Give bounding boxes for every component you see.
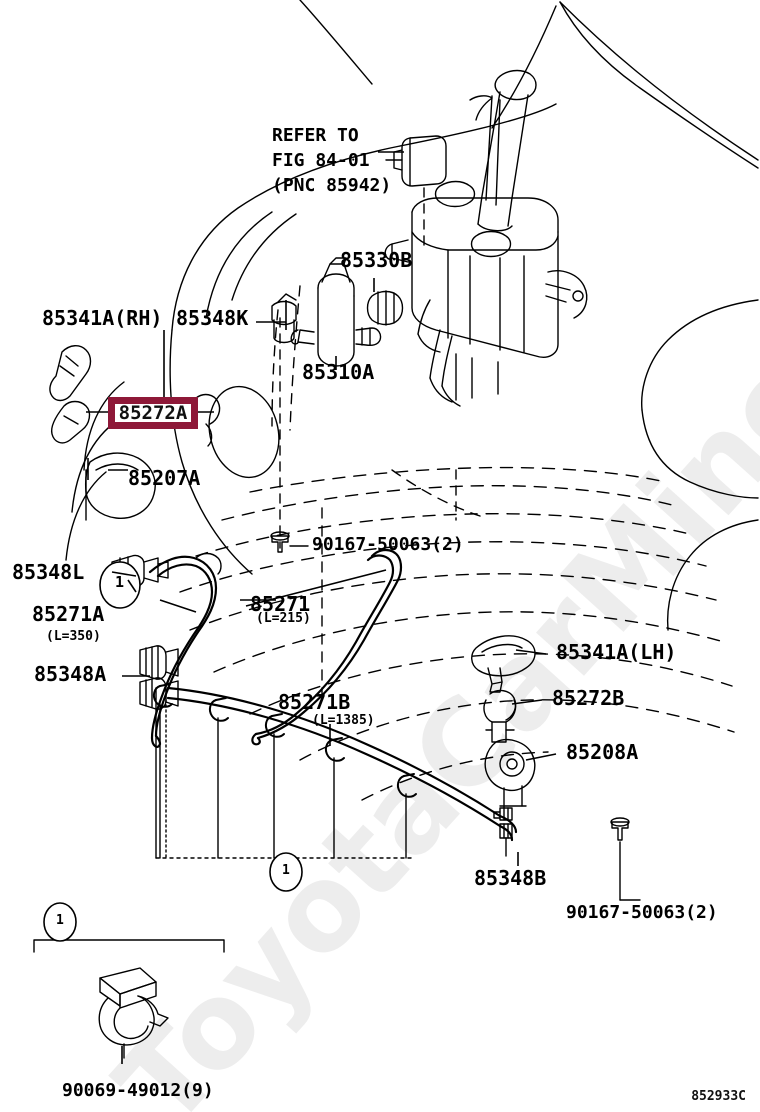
callout-1b-text: 1 xyxy=(282,863,290,878)
label-85330B: 85330B xyxy=(340,248,413,272)
label-85271A-length: (L=350) xyxy=(46,629,101,644)
label-85271B: 85271B xyxy=(278,690,351,714)
label-85348K: 85348K xyxy=(176,306,249,330)
label-85348B: 85348B xyxy=(474,866,547,890)
diagram-code: 852933C xyxy=(691,1089,746,1104)
label-85271A: 85271A xyxy=(32,602,105,626)
label-90167-top: 90167-50063(2) xyxy=(312,534,464,555)
label-85271: 85271 xyxy=(250,592,311,616)
callout-circle-1b xyxy=(269,852,303,892)
label-85208A: 85208A xyxy=(566,740,639,764)
refer-to-note: REFER TO FIG 84-01 (PNC 85942) xyxy=(272,124,391,198)
label-85271B-length: (L=1385) xyxy=(312,713,375,728)
label-85341A-lh: 85341A(LH) xyxy=(556,640,677,664)
label-85310A: 85310A xyxy=(302,360,375,384)
refer-to-line3: (PNC 85942) xyxy=(272,174,392,196)
callout-circle-1a xyxy=(99,561,141,609)
highlighted-part-85272A[interactable]: 85272A xyxy=(108,397,198,429)
callout-1c-text: 1 xyxy=(56,913,64,928)
highlighted-part-label: 85272A xyxy=(118,402,188,424)
label-85271-length: (L=215) xyxy=(256,611,311,626)
label-85341A-rh: 85341A(RH) xyxy=(42,306,163,330)
refer-to-line2: FIG 84-01 xyxy=(272,149,370,171)
refer-to-line1: REFER TO xyxy=(272,125,359,146)
label-85348A: 85348A xyxy=(34,662,107,686)
label-85272B: 85272B xyxy=(552,686,625,710)
callout-circle-1c xyxy=(43,902,77,942)
label-90167-bottom: 90167-50063(2) xyxy=(566,902,718,923)
label-85348L: 85348L xyxy=(12,560,85,584)
callout-1a-text: 1 xyxy=(115,573,125,591)
label-90069: 90069-49012(9) xyxy=(62,1080,214,1101)
label-85207A: 85207A xyxy=(128,466,201,490)
